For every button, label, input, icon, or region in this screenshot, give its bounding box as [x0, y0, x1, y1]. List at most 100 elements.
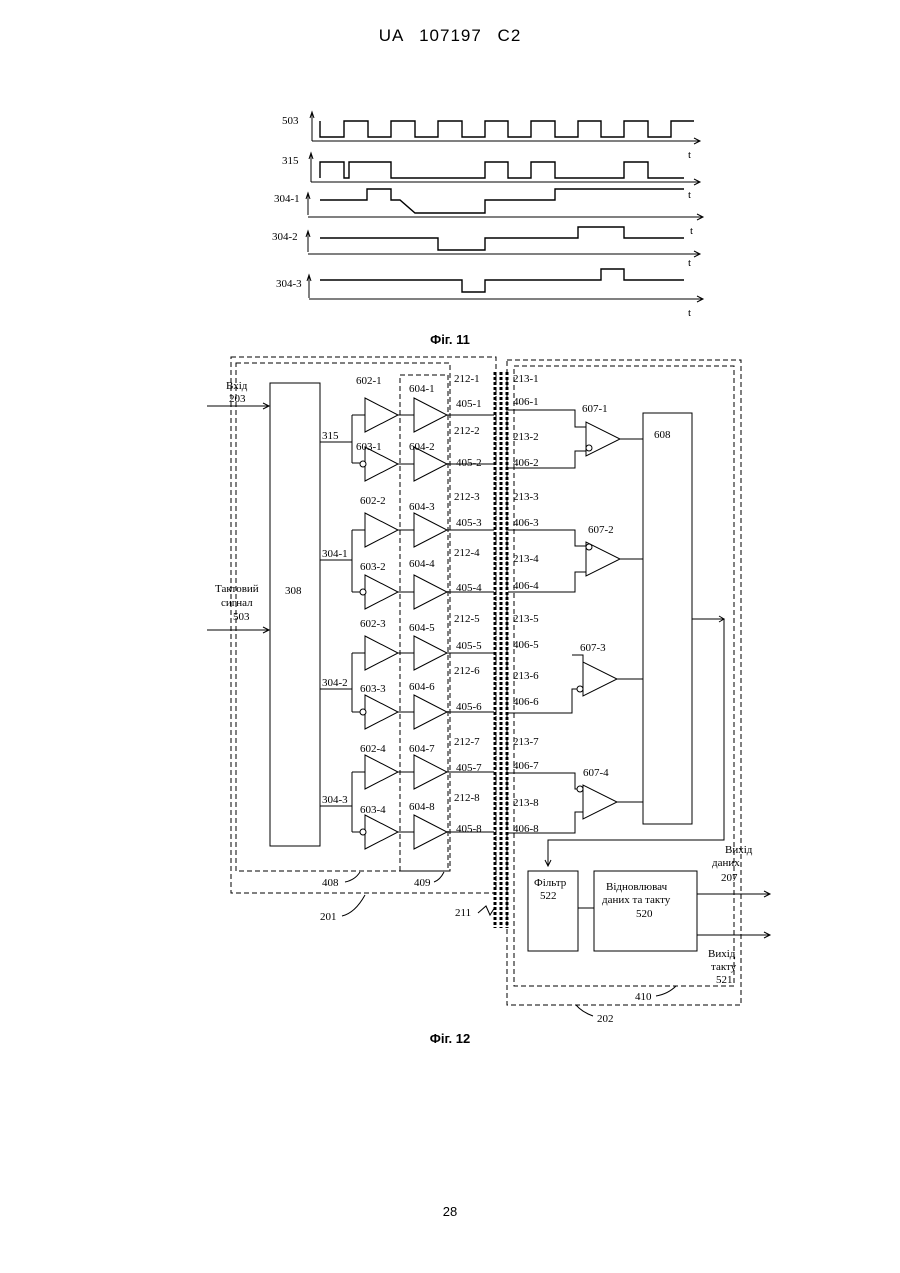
t-label-3: t [690, 225, 693, 237]
driver-602-3 [365, 636, 398, 670]
label-213-6: 213-6 [513, 670, 539, 682]
driver-602-4 [365, 755, 398, 789]
waveform-315 [320, 162, 684, 178]
label-607-3: 607-3 [580, 642, 606, 654]
label-213-4: 213-4 [513, 553, 539, 565]
label-405-1: 405-1 [456, 398, 482, 410]
fig12-circuit: 308 608 Вхід 203 Тактовий сигнал 503 315… [207, 357, 770, 1025]
t-label-1: t [688, 149, 691, 161]
driver-603-3 [365, 695, 398, 729]
label-212-2: 212-2 [454, 425, 480, 437]
label-212-1: 212-1 [454, 373, 480, 385]
receiver-607-1 [586, 422, 620, 456]
label-603-3: 603-3 [360, 683, 386, 695]
driver-602-2 [365, 513, 398, 547]
driver-604-4 [414, 575, 447, 609]
label-405-2: 405-2 [456, 457, 482, 469]
fig11-timing-diagram: 503 315 304-1 304-2 304-3 t t t t t [272, 112, 703, 319]
label-213-3: 213-3 [513, 491, 539, 503]
clock-out-label-2: такту [711, 961, 737, 973]
label-213-1: 213-1 [513, 373, 539, 385]
driver-604-5 [414, 636, 447, 670]
label-212-6: 212-6 [454, 665, 480, 677]
label-604-8: 604-8 [409, 801, 435, 813]
recovery-num: 520 [636, 908, 653, 920]
label-213-8: 213-8 [513, 797, 539, 809]
label-405-8: 405-8 [456, 823, 482, 835]
clock-out-label-1: Вихід [708, 948, 736, 960]
data-out-num: 207 [721, 872, 738, 884]
label-604-4: 604-4 [409, 558, 435, 570]
t-label-5: t [688, 307, 691, 319]
filter-label: Фільтр [534, 877, 567, 889]
ref-211: 211 [455, 907, 471, 919]
ref-315: 315 [322, 430, 339, 442]
label-603-4: 603-4 [360, 804, 386, 816]
label-602-4: 602-4 [360, 743, 386, 755]
label-405-7: 405-7 [456, 762, 482, 774]
block-308-label: 308 [285, 585, 302, 597]
clock-label-1: Тактовий [215, 583, 259, 595]
label-406-1: 406-1 [513, 396, 539, 408]
label-607-2: 607-2 [588, 524, 614, 536]
fig11-caption: Фіг. 11 [0, 332, 900, 347]
recovery-label-2: даних та такту [602, 894, 671, 906]
block-608 [643, 413, 692, 824]
ref-409: 409 [414, 877, 431, 889]
clock-label-2: сигнал [221, 597, 253, 609]
input-label: Вхід [226, 380, 248, 392]
label-406-7: 406-7 [513, 760, 539, 772]
data-out-label-1: Вихід [725, 844, 753, 856]
signal-label-304-1: 304-1 [274, 193, 300, 205]
filter-num: 522 [540, 890, 557, 902]
block-608-label: 608 [654, 429, 671, 441]
label-604-5: 604-5 [409, 622, 435, 634]
label-607-4: 607-4 [583, 767, 609, 779]
sel-304-3: 304-3 [322, 794, 348, 806]
label-212-5: 212-5 [454, 613, 480, 625]
label-603-2: 603-2 [360, 561, 386, 573]
label-406-4: 406-4 [513, 580, 539, 592]
clock-out-num: 521 [716, 974, 733, 986]
label-406-6: 406-6 [513, 696, 539, 708]
label-213-5: 213-5 [513, 613, 539, 625]
waveform-304-1 [320, 189, 684, 213]
waveform-304-3 [320, 269, 684, 292]
block-308 [270, 383, 320, 846]
label-405-6: 405-6 [456, 701, 482, 713]
label-604-3: 604-3 [409, 501, 435, 513]
label-212-7: 212-7 [454, 736, 480, 748]
data-out-label-2: даних [712, 857, 740, 869]
driver-603-2 [365, 575, 398, 609]
signal-label-315: 315 [282, 155, 299, 167]
receiver-607-3 [583, 662, 617, 696]
clock-num: 503 [233, 611, 250, 623]
label-405-3: 405-3 [456, 517, 482, 529]
signal-label-304-3: 304-3 [276, 278, 302, 290]
label-607-1: 607-1 [582, 403, 608, 415]
sel-304-1: 304-1 [322, 548, 348, 560]
driver-603-4 [365, 815, 398, 849]
fig12-caption: Фіг. 12 [0, 1031, 900, 1046]
label-604-2: 604-2 [409, 441, 435, 453]
sel-304-2: 304-2 [322, 677, 348, 689]
label-406-3: 406-3 [513, 517, 539, 529]
driver-604-6 [414, 695, 447, 729]
ref-202: 202 [597, 1013, 614, 1025]
receiver-607-4 [583, 785, 617, 819]
label-604-6: 604-6 [409, 681, 435, 693]
recovery-label-1: Відновлювач [606, 881, 668, 893]
driver-604-3 [414, 513, 447, 547]
driver-604-8 [414, 815, 447, 849]
label-212-8: 212-8 [454, 792, 480, 804]
driver-604-1 [414, 398, 447, 432]
label-602-3: 602-3 [360, 618, 386, 630]
ref-201: 201 [320, 911, 337, 923]
label-604-7: 604-7 [409, 743, 435, 755]
signal-label-503: 503 [282, 115, 299, 127]
waveform-503 [320, 121, 694, 137]
input-num: 203 [229, 393, 246, 405]
label-213-7: 213-7 [513, 736, 539, 748]
label-602-2: 602-2 [360, 495, 386, 507]
